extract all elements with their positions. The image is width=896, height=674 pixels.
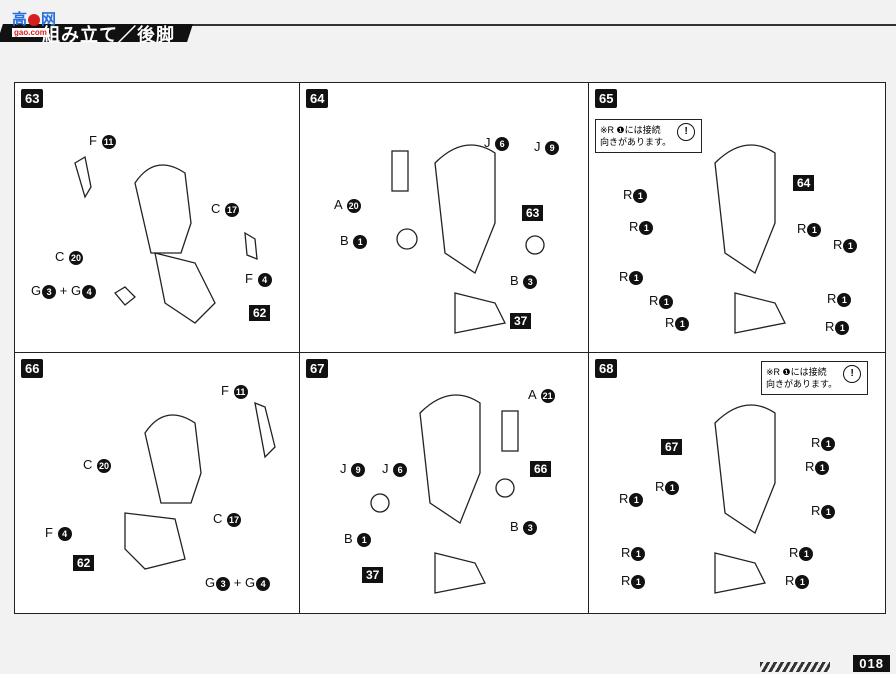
page-title: 組み立て／後脚	[42, 25, 175, 46]
part-drawing	[244, 231, 258, 261]
part-drawing	[495, 478, 515, 498]
part-label: F 4	[45, 525, 72, 541]
part-drawing	[501, 410, 519, 452]
part-drawing	[391, 150, 409, 192]
part-label: J 6	[484, 135, 510, 151]
logo-text-left: 高	[12, 10, 28, 28]
assembly-ref: 62	[249, 305, 271, 321]
part-label: F 11	[89, 133, 116, 149]
leg-part-drawing	[144, 414, 202, 504]
step-number: 65	[595, 89, 618, 108]
part-label: J 9	[340, 461, 366, 477]
foot-drawing	[734, 292, 786, 334]
leg-part-drawing	[714, 404, 776, 534]
part-label: J 6	[382, 461, 408, 477]
part-drawing	[370, 493, 390, 513]
part-label: C 20	[83, 457, 112, 473]
part-label: B 1	[344, 531, 372, 547]
assembly-ref: 67	[661, 439, 683, 455]
step-number: 67	[306, 359, 329, 378]
part-drawing	[74, 155, 92, 199]
part-label: B 1	[340, 233, 368, 249]
exclamation-circle-icon: !	[677, 123, 696, 141]
step-panel-67: 67 A 21 J 9 J 6 66 B 1 B 3 37	[300, 353, 589, 613]
part-label: F 4	[245, 271, 272, 287]
watermark-logo: 高网 gao.com	[12, 8, 76, 46]
logo-dot-icon	[28, 13, 41, 26]
assembly-ref: 63	[522, 205, 544, 221]
footer-stripes	[760, 662, 830, 672]
part-label: A 20	[334, 197, 361, 213]
step-number: 63	[21, 89, 44, 108]
part-drawing	[114, 286, 136, 306]
step-number: 64	[306, 89, 329, 108]
part-label: F 11	[221, 383, 248, 399]
leg-part-drawing	[124, 512, 186, 570]
part-label: B 3	[510, 519, 538, 535]
page-number: 018	[853, 655, 890, 672]
leg-part-drawing	[419, 394, 481, 524]
page-header: 組み立て／後脚 高网 gao.com	[0, 0, 896, 56]
exclamation-circle-icon: !	[843, 365, 862, 383]
part-label: C 17	[213, 511, 242, 527]
logo-subtext: gao.com	[12, 28, 49, 37]
assembly-ref: 62	[73, 555, 95, 571]
step-panel-64: 64 J 6 J 9 A 20 63 B 1 B 3 37	[300, 83, 589, 353]
assembly-ref: 37	[362, 567, 384, 583]
part-label: C 17	[211, 201, 240, 217]
assembly-ref: 37	[510, 313, 532, 329]
part-drawing	[525, 235, 545, 255]
assembly-ref: 64	[793, 175, 815, 191]
assembly-ref: 66	[530, 461, 552, 477]
header-rule	[190, 24, 896, 26]
part-drawing	[396, 228, 418, 250]
leg-part-drawing	[154, 252, 216, 324]
leg-part-drawing	[434, 144, 496, 274]
part-label: J 9	[534, 139, 560, 155]
step-number: 68	[595, 359, 618, 378]
part-label: B 3	[510, 273, 538, 289]
part-label: A 21	[528, 387, 555, 403]
foot-drawing	[714, 552, 766, 594]
caution-note: ※R ❶には接続 向きがあります。!	[595, 119, 703, 153]
step-number: 66	[21, 359, 44, 378]
caution-note: ※R ❶には接続 向きがあります。!	[761, 361, 869, 395]
foot-drawing	[434, 552, 486, 594]
part-drawing	[254, 401, 276, 459]
part-label: C 20	[55, 249, 84, 265]
logo-text-right: 网	[41, 10, 57, 28]
foot-drawing	[454, 292, 506, 334]
leg-part-drawing	[714, 144, 776, 274]
assembly-drawings	[74, 144, 786, 594]
leg-part-drawing	[134, 164, 192, 254]
